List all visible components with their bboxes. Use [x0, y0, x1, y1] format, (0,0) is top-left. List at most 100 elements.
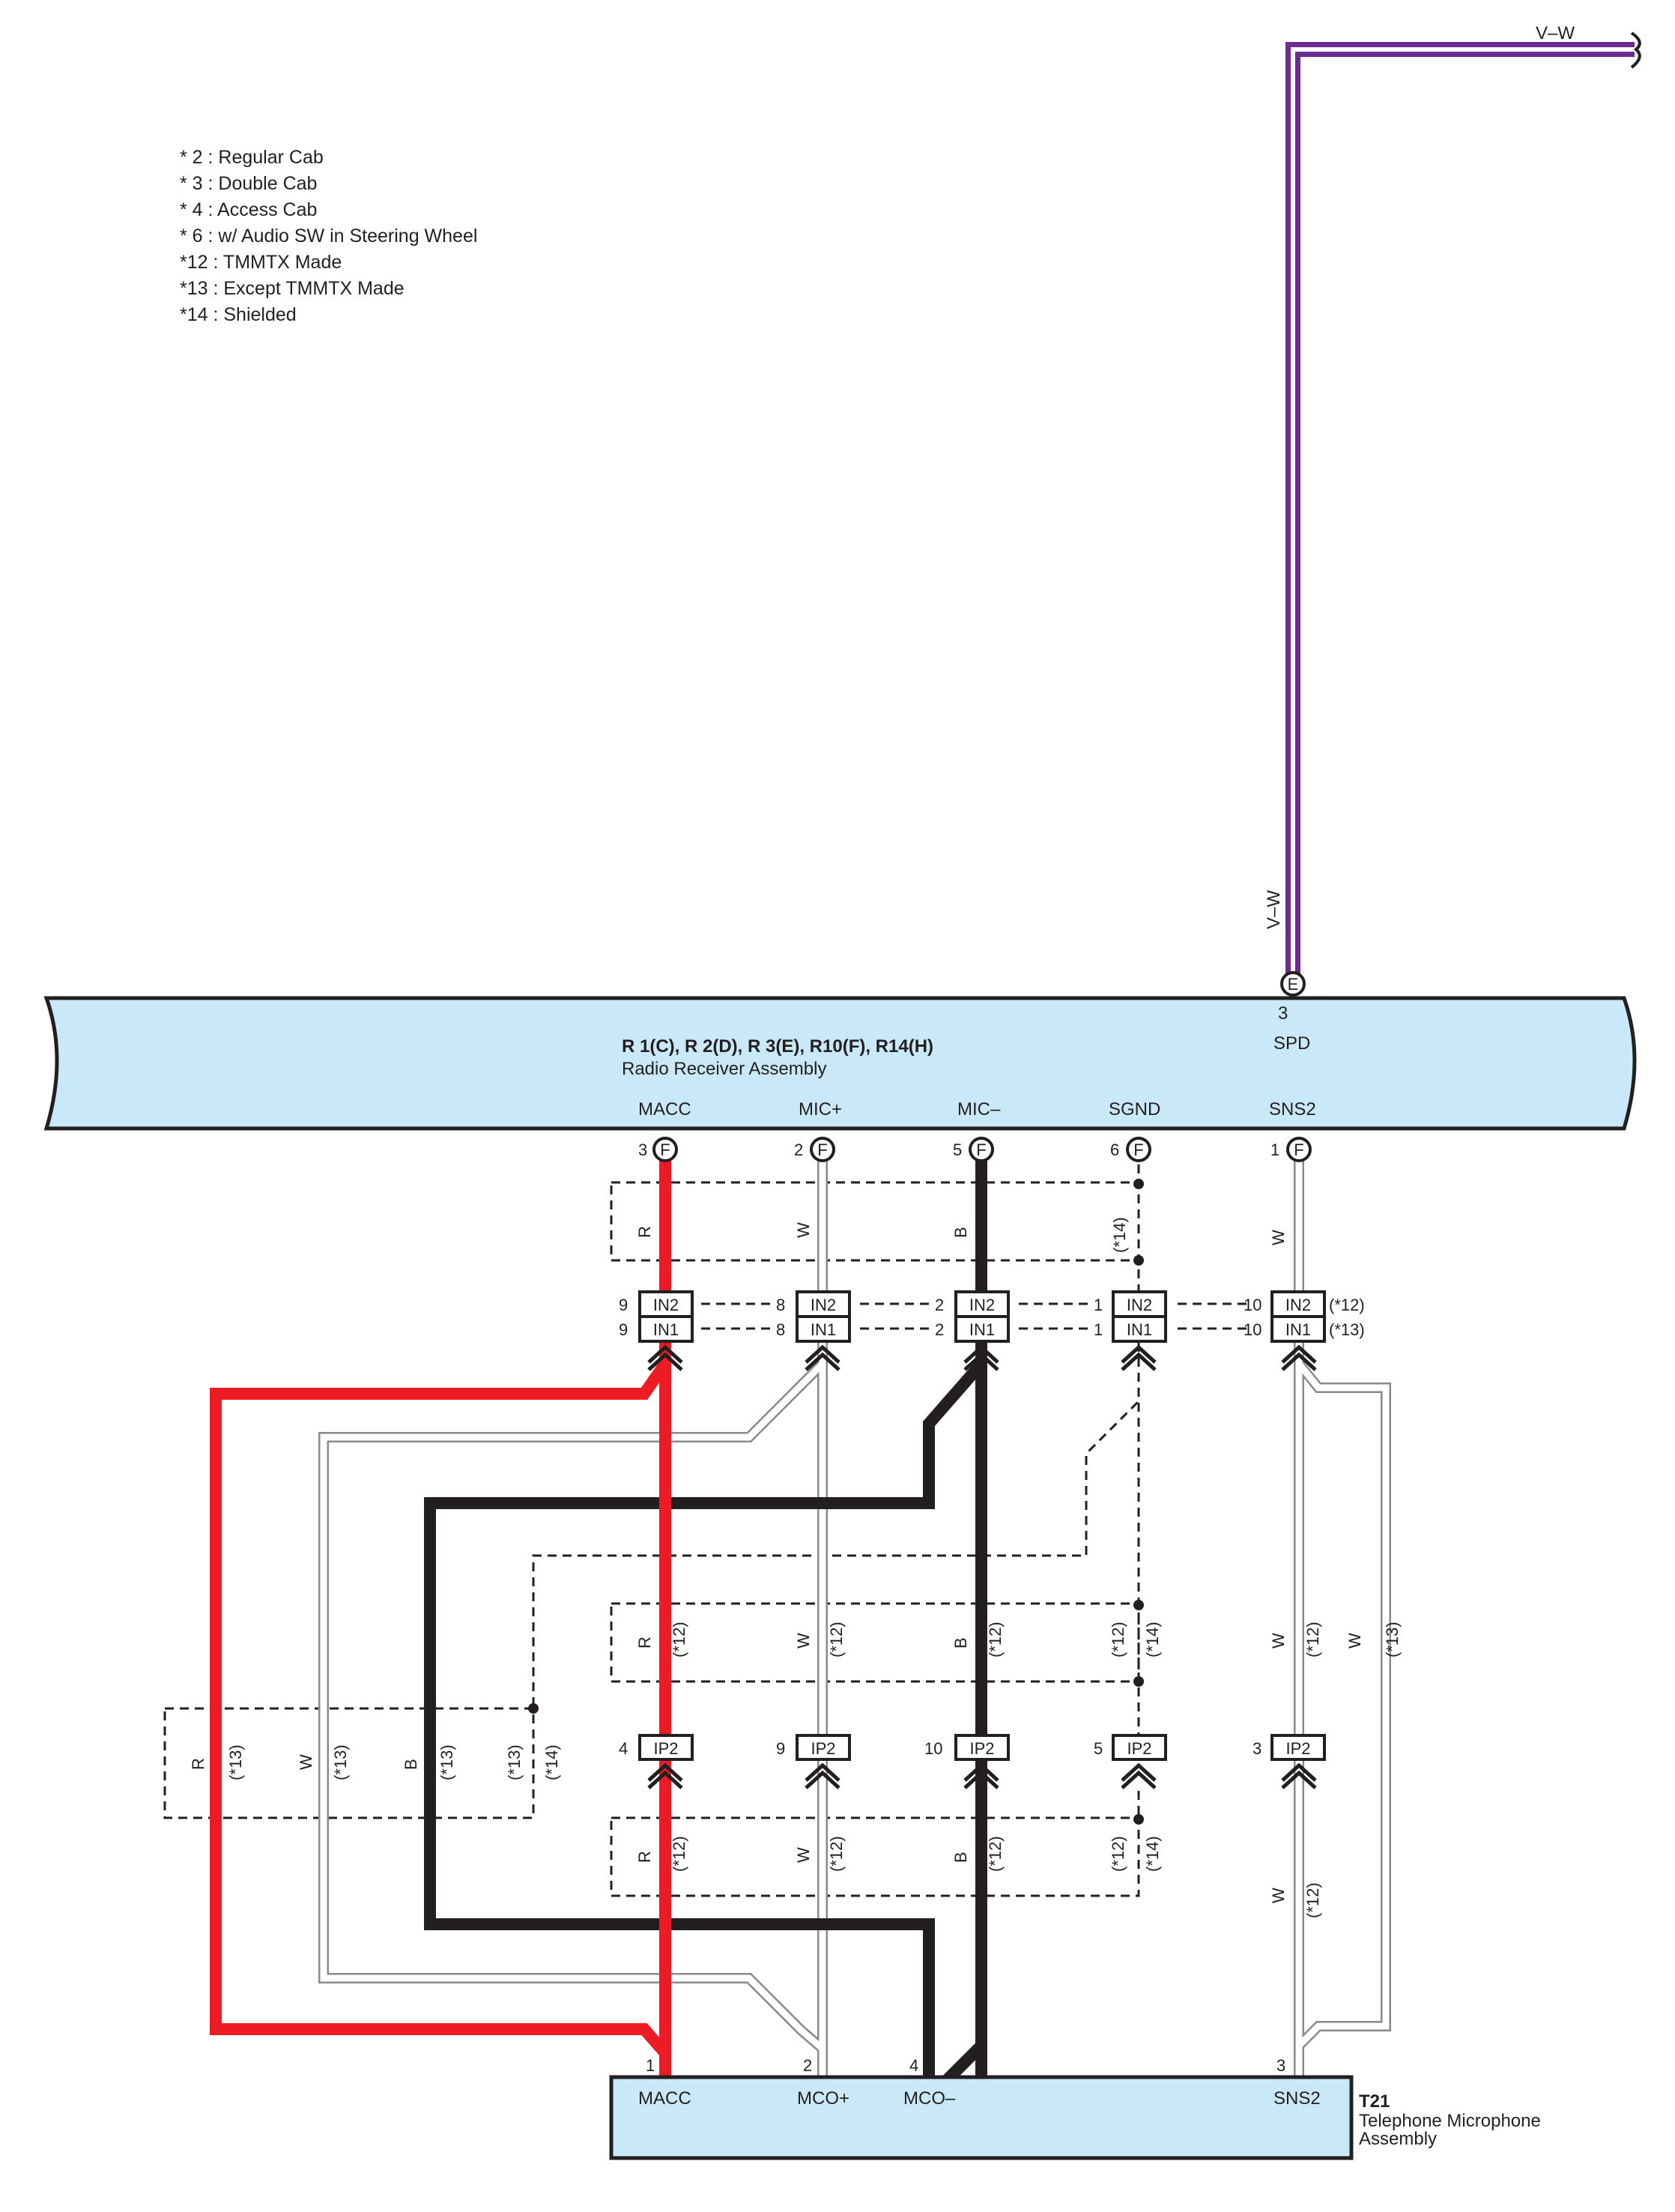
spd-label: SPD — [1273, 1033, 1310, 1054]
mid-label-w2-note: (*12) — [1303, 1622, 1322, 1658]
spd-conn-letter: E — [1288, 975, 1299, 994]
sns2-conn-letter: F — [1294, 1140, 1303, 1159]
white-wires — [318, 1151, 1391, 2076]
micp-conn-letter: F — [817, 1140, 827, 1159]
wire-labels-lower: R (*12) W (*12) B (*12) (*12) (*14) W (*… — [635, 1836, 1322, 1918]
left-label-b-note: (*13) — [437, 1744, 456, 1780]
ip2-name-2: IP2 — [811, 1739, 835, 1758]
spd-connector — [1280, 971, 1306, 997]
in1-pin-1: 9 — [619, 1320, 628, 1339]
ip2-name-5: IP2 — [1285, 1739, 1310, 1758]
mid-label-w2: W — [1269, 1633, 1288, 1649]
ip2-pin-1: 4 — [619, 1739, 628, 1758]
left-label-r: R — [189, 1758, 208, 1770]
macc-pin: 3 — [638, 1140, 647, 1159]
upper-label-b: B — [951, 1227, 970, 1238]
mic-pin-1: 1 — [646, 2056, 655, 2075]
in2-note: (*12) — [1329, 1296, 1365, 1314]
lower-label-b: B — [951, 1852, 970, 1863]
note-13: *13 : Except TMMTX Made — [180, 278, 405, 299]
shield-upper — [610, 1181, 1140, 1262]
upper-label-w2: W — [1269, 1230, 1288, 1245]
shield-mid — [610, 1602, 1140, 1683]
ip2-pin-3: 10 — [924, 1739, 942, 1758]
in1-pin-2: 8 — [776, 1320, 785, 1339]
shield-dots — [528, 1179, 1144, 1825]
micm-conn-letter: F — [976, 1140, 986, 1159]
mid-label-w-note: (*12) — [827, 1622, 846, 1658]
shield-boxes — [163, 1149, 1247, 1897]
in2-pin-4: 1 — [1094, 1296, 1103, 1314]
in-conn-1 — [638, 1290, 694, 1371]
term-sgnd: SGND — [1109, 1099, 1160, 1119]
ip2-pin-2: 9 — [776, 1739, 785, 1758]
in-connector-labels: IN2 IN1 IN2 IN1 IN2 IN1 IN2 IN1 IN2 IN1 … — [619, 1296, 1365, 1339]
lower-label-r-note: (*12) — [670, 1836, 688, 1872]
left-label-sg-note: (*13) — [505, 1744, 524, 1780]
ip2-name-1: IP2 — [653, 1739, 678, 1758]
wire-labels-mid: R (*12) W (*12) B (*12) (*12) (*14) W (*… — [635, 1622, 1402, 1658]
mid-label-w3-note: (*13) — [1383, 1622, 1402, 1658]
in2-label-4: IN2 — [1127, 1296, 1152, 1314]
in-connectors — [638, 1290, 1326, 1371]
mid-label-w: W — [794, 1633, 813, 1649]
ip2-connectors — [638, 1734, 1326, 1789]
sgnd-pin: 6 — [1110, 1140, 1119, 1159]
in2-pin-5: 10 — [1244, 1296, 1261, 1314]
radio-codes: R 1(C), R 2(D), R 3(E), R10(F), R14(H) — [622, 1036, 933, 1057]
lower-label-14: (*14) — [1143, 1836, 1162, 1872]
mid-label-r: R — [635, 1637, 654, 1649]
in-conn-4 — [1112, 1290, 1167, 1371]
macc-conn-letter: F — [660, 1140, 670, 1159]
shield-left — [163, 1707, 535, 1819]
ip2-name-3: IP2 — [969, 1739, 994, 1758]
vw-label-top: V–W — [1536, 23, 1575, 43]
wire-labels-left: R (*13) W (*13) B (*13) (*13) (*14) — [189, 1744, 561, 1780]
mid-label-b-note: (*12) — [986, 1622, 1005, 1658]
ip2-conn-4 — [1112, 1734, 1167, 1789]
upper-label-r: R — [635, 1226, 654, 1238]
radio-receiver-assembly: R 1(C), R 2(D), R 3(E), R10(F), R14(H) R… — [43, 996, 1637, 1131]
mic-pin-3: 3 — [1276, 2056, 1285, 2075]
note-6: * 6 : w/ Audio SW in Steering Wheel — [180, 226, 477, 247]
mic-term-sns2: SNS2 — [1273, 2088, 1321, 2109]
notes-list: * 2 : Regular Cab * 3 : Double Cab * 4 :… — [180, 147, 477, 325]
note-3: * 3 : Double Cab — [180, 173, 317, 194]
lower-label-w2: W — [1269, 1888, 1288, 1903]
vw-wire: V–W V–W — [1264, 23, 1641, 982]
mic-term-mcom: MCO– — [903, 2088, 956, 2109]
in2-label-5: IN2 — [1285, 1296, 1311, 1314]
note-14: *14 : Shielded — [180, 304, 297, 325]
in1-note: (*13) — [1329, 1320, 1365, 1339]
vw-label-side: V–W — [1264, 890, 1284, 929]
in2-pin-3: 2 — [935, 1296, 944, 1314]
in1-label-5: IN1 — [1285, 1320, 1311, 1339]
left-label-w-note: (*13) — [331, 1744, 350, 1780]
note-2: * 2 : Regular Cab — [180, 147, 324, 168]
term-sns2: SNS2 — [1269, 1099, 1316, 1119]
mic-pin-4: 4 — [909, 2056, 918, 2075]
telephone-microphone-assembly: MACC MCO+ MCO– SNS2 1 2 4 3 T21 Telephon… — [609, 2056, 1541, 2160]
ip2-conn-1 — [638, 1734, 694, 1789]
term-macc: MACC — [638, 1099, 691, 1119]
micp-pin: 2 — [794, 1140, 803, 1159]
in1-label-3: IN1 — [969, 1320, 995, 1339]
spd-pin: 3 — [1278, 1003, 1288, 1024]
in1-pin-3: 2 — [935, 1320, 944, 1339]
note-12: *12 : TMMTX Made — [180, 252, 342, 273]
upper-label-w: W — [794, 1222, 813, 1238]
left-label-14: (*14) — [542, 1744, 561, 1780]
radio-terminal-connectors — [652, 1137, 1312, 1162]
ip2-conn-5 — [1270, 1734, 1326, 1789]
mid-label-w3: W — [1345, 1633, 1364, 1649]
sns2-pin: 1 — [1270, 1140, 1279, 1159]
left-label-r-note: (*13) — [226, 1744, 245, 1780]
mic-name-line2: Assembly — [1359, 2129, 1437, 2149]
in2-pin-1: 9 — [619, 1296, 628, 1314]
in-conn-5 — [1270, 1290, 1326, 1371]
in2-label-2: IN2 — [811, 1296, 836, 1314]
left-label-b: B — [402, 1759, 420, 1770]
ip2-labels: IP2 IP2 IP2 IP2 IP2 4 9 10 5 3 — [619, 1739, 1311, 1758]
in2-label-3: IN2 — [969, 1296, 995, 1314]
